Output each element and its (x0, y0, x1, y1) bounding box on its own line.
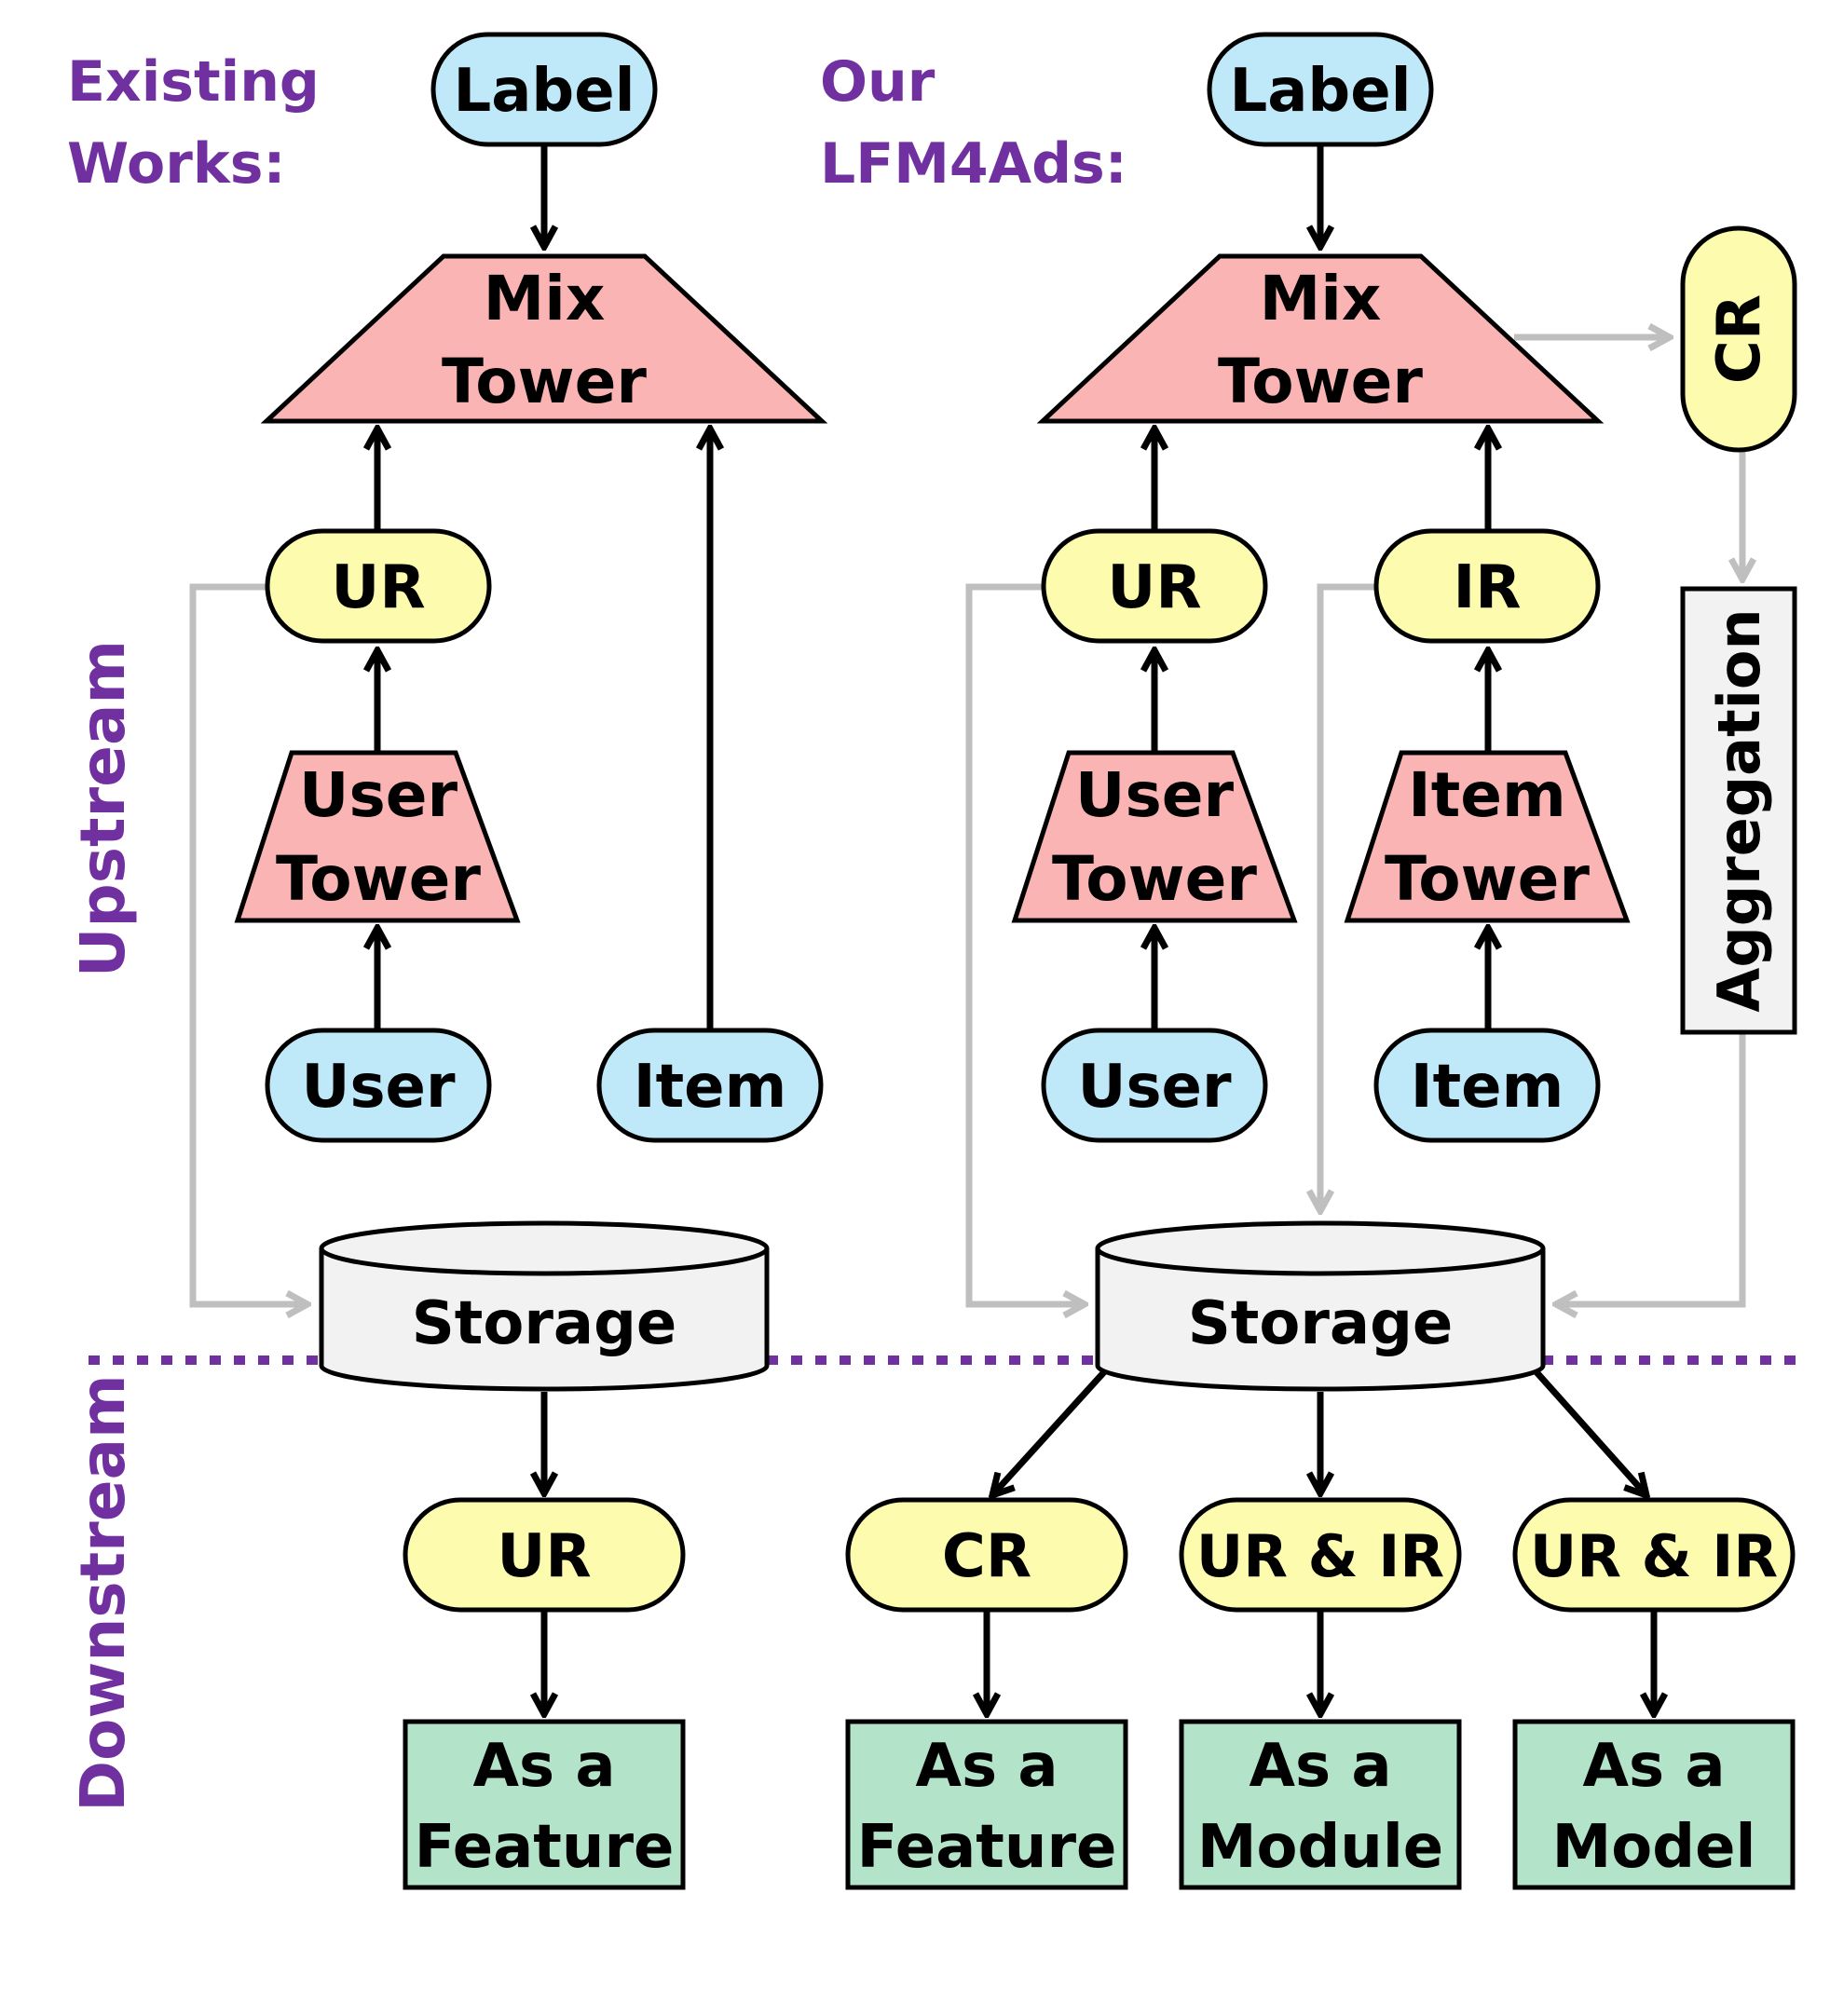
existing-usage-line2: Feature (415, 1813, 675, 1882)
existing-user-text: User (301, 1053, 455, 1122)
existing-mix-tower-line1: Mix (484, 263, 606, 334)
ours-usage-feature-line1: As a (915, 1732, 1058, 1801)
existing-storage-text: Storage (412, 1289, 677, 1358)
ours-downstream-urir-model-text: UR & IR (1530, 1522, 1778, 1590)
existing-ur-node: UR (265, 528, 492, 644)
ours-mix-tower-line2: Tower (1218, 346, 1423, 417)
ours-usage-feature-line2: Feature (857, 1813, 1117, 1882)
heading-existing-line2: Works: (67, 131, 285, 197)
ours-cr-node: CR (1680, 225, 1797, 453)
existing-mix-tower-line2: Tower (442, 346, 647, 417)
ours-downstream-cr-text: CR (942, 1522, 1031, 1591)
ours-aggregation-box: Aggregation (1680, 586, 1797, 1035)
ours-storage-text: Storage (1188, 1289, 1454, 1358)
ours-downstream-cr-node: CR (845, 1497, 1128, 1613)
existing-user-tower-line1: User (299, 759, 458, 831)
ours-usage-module-line1: As a (1249, 1732, 1391, 1801)
section-upstream: Upstream (67, 640, 139, 977)
ours-aggregation-text: Aggregation (1705, 608, 1773, 1012)
ours-user-text: User (1077, 1053, 1231, 1122)
ours-item-node: Item (1373, 1028, 1601, 1143)
ours-ur-text: UR (1107, 553, 1201, 622)
ours-item-tower-line2: Tower (1385, 843, 1590, 915)
ours-usage-module-box: As a Module (1179, 1719, 1462, 1890)
arrow-ours-storage-to-cr (992, 1362, 1113, 1495)
ours-item-tower: Item Tower (1344, 750, 1631, 923)
ours-downstream-urir-model-node: UR & IR (1512, 1497, 1796, 1613)
existing-ur-text: UR (331, 553, 425, 622)
arrow-aggregation-to-storage (1556, 1032, 1746, 1304)
existing-user-tower: User Tower (234, 750, 521, 923)
existing-label-text: Label (453, 57, 635, 126)
ours-mix-tower: Mix Tower (1036, 253, 1605, 424)
existing-downstream-ur-text: UR (497, 1522, 591, 1591)
existing-usage-line1: As a (472, 1732, 615, 1801)
ours-user-node: User (1041, 1028, 1268, 1143)
ours-user-tower: User Tower (1011, 750, 1298, 923)
ours-storage: Storage (1095, 1220, 1546, 1392)
ours-usage-model-line1: As a (1582, 1732, 1725, 1801)
ours-usage-module-line2: Module (1197, 1813, 1443, 1882)
ours-user-tower-line2: Tower (1052, 843, 1257, 915)
existing-item-node: Item (596, 1028, 824, 1143)
arrow-existing-ur-to-storage (189, 583, 307, 1304)
section-downstream: Downstream (67, 1374, 139, 1812)
ours-downstream-urir-module-node: UR & IR (1179, 1497, 1462, 1613)
existing-downstream-ur-node: UR (403, 1497, 686, 1613)
ours-ir-node: IR (1373, 528, 1601, 644)
existing-storage: Storage (319, 1220, 770, 1392)
heading-ours-line1: Our (820, 49, 935, 115)
existing-label-node: Label (430, 32, 658, 147)
heading-ours-line2: LFM4Ads: (820, 131, 1127, 197)
ours-ir-text: IR (1453, 553, 1521, 622)
ours-label-node: Label (1207, 32, 1434, 147)
ours-downstream-urir-module-text: UR & IR (1196, 1522, 1444, 1590)
ours-user-tower-line1: User (1075, 759, 1235, 831)
ours-ur-node: UR (1041, 528, 1268, 644)
ours-item-tower-line1: Item (1408, 759, 1566, 831)
ours-item-text: Item (1411, 1053, 1564, 1122)
ours-usage-model-line2: Model (1552, 1813, 1756, 1882)
ours-usage-feature-box: As a Feature (845, 1719, 1128, 1890)
existing-item-text: Item (634, 1053, 787, 1122)
arrow-ours-ur-to-storage (965, 583, 1085, 1304)
existing-user-tower-line2: Tower (276, 843, 481, 915)
arrow-ours-storage-to-urir-model (1527, 1362, 1646, 1495)
ours-usage-model-box: As a Model (1512, 1719, 1796, 1890)
existing-mix-tower: Mix Tower (260, 253, 828, 424)
ours-label-text: Label (1229, 57, 1411, 126)
arrow-ours-ir-to-storage (1320, 583, 1376, 1211)
ours-cr-text: CR (1705, 294, 1774, 384)
ours-mix-tower-line1: Mix (1260, 263, 1382, 334)
existing-usage-feature-box: As a Feature (403, 1719, 686, 1890)
existing-user-node: User (265, 1028, 492, 1143)
heading-existing-line1: Existing (67, 49, 320, 115)
